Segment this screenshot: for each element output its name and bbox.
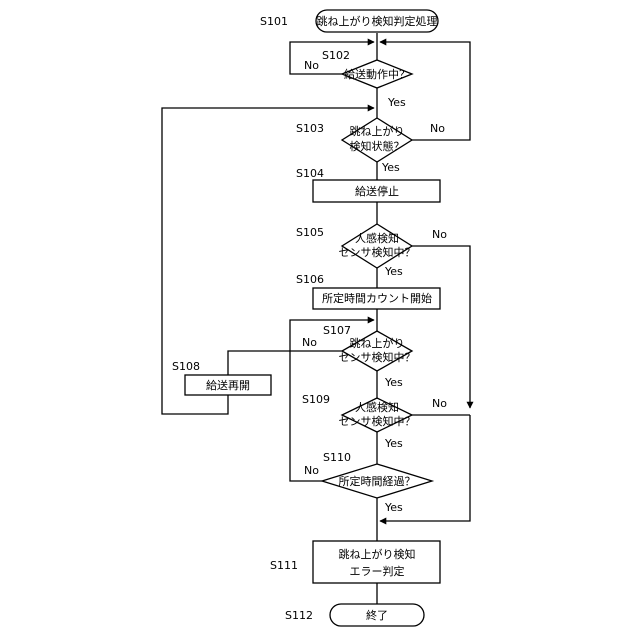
node-text-line-2: エラー判定 [350, 564, 405, 578]
step-label-s110: S110 [323, 451, 351, 464]
node-text-line-1: 跳ね上がり検知 [339, 547, 416, 561]
branch-yes-s105: Yes [384, 265, 403, 278]
node-text: 給送停止 [355, 184, 399, 198]
step-label-s103: S103 [296, 122, 324, 135]
node-text: 給送動作中？ [344, 67, 410, 81]
node-text-line-1: 跳ね上がり [350, 124, 405, 138]
branch-yes-s110: Yes [384, 501, 403, 514]
node-text: 跳ね上がり検知判定処理 [317, 14, 438, 28]
step-label-s106: S106 [296, 273, 324, 286]
flow-s105-no [412, 246, 470, 408]
flow-s107-no [228, 351, 342, 375]
branch-yes-s109: Yes [384, 437, 403, 450]
branch-no-s109: No [432, 397, 447, 410]
node-text-line-2: センサ検知中？ [339, 245, 416, 259]
node-text-line-2: センサ検知中？ [339, 350, 416, 364]
decision-s105: 人感検知 センサ検知中？ [339, 224, 416, 268]
process-s111: 跳ね上がり検知 エラー判定 [313, 541, 440, 583]
decision-s110: 所定時間経過？ [322, 464, 432, 498]
decision-s102: 給送動作中？ [342, 60, 412, 88]
decision-s103: 跳ね上がり 検知状態？ [342, 118, 412, 162]
step-labels: S101 S102 S103 S104 S105 S106 S107 S108 … [172, 15, 351, 622]
node-text: 終了 [366, 608, 388, 622]
connectors [162, 33, 470, 604]
branch-yes-s103: Yes [381, 161, 400, 174]
branch-no-s103: No [430, 122, 445, 135]
step-label-s111: S111 [270, 559, 298, 572]
node-text: 給送再開 [206, 378, 250, 392]
step-label-s105: S105 [296, 226, 324, 239]
node-text-line-2: センサ検知中？ [339, 414, 416, 428]
step-label-s109: S109 [302, 393, 330, 406]
branch-yes-s107: Yes [384, 376, 403, 389]
branch-no-s110: No [304, 464, 319, 477]
decision-s107: 跳ね上がり センサ検知中？ [339, 331, 416, 371]
terminator-s101: 跳ね上がり検知判定処理 [316, 10, 438, 32]
step-label-s107: S107 [323, 324, 351, 337]
process-s108: 給送再開 [185, 375, 271, 395]
node-text-line-2: 検知状態？ [350, 139, 405, 153]
process-s106: 所定時間カウント開始 [313, 288, 440, 309]
process-s104: 給送停止 [313, 180, 440, 202]
step-label-s112: S112 [285, 609, 313, 622]
terminator-s112: 終了 [330, 604, 424, 626]
branch-no-s105: No [432, 228, 447, 241]
node-text-line-1: 人感検知 [355, 400, 399, 414]
decision-s109: 人感検知 センサ検知中？ [339, 398, 416, 432]
node-text-line-1: 人感検知 [355, 231, 399, 245]
node-text: 所定時間カウント開始 [322, 291, 432, 305]
step-label-s102: S102 [322, 49, 350, 62]
step-label-s101: S101 [260, 15, 288, 28]
node-text: 所定時間経過？ [339, 474, 416, 488]
branch-no-s107: No [302, 336, 317, 349]
branch-yes-s102: Yes [387, 96, 406, 109]
node-text-line-1: 跳ね上がり [350, 336, 405, 350]
step-label-s108: S108 [172, 360, 200, 373]
step-label-s104: S104 [296, 167, 324, 180]
branch-no-s102: No [304, 59, 319, 72]
